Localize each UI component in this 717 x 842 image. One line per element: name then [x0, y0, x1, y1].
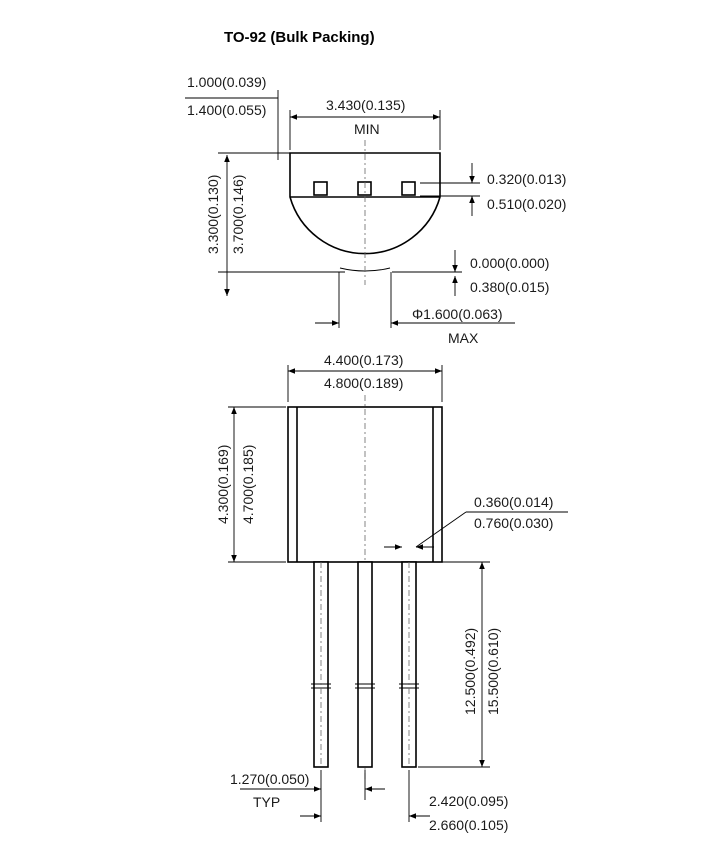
body-height-min-label: 4.300(0.169)	[215, 445, 231, 524]
body-width-max-label: 4.800(0.189)	[324, 375, 403, 391]
bottom-offset-max-label: 0.380(0.015)	[470, 279, 549, 295]
front-view: 4.400(0.173) 4.800(0.189) 4.300(0.169) 4…	[215, 352, 568, 833]
lead-thickness-max-label: 0.510(0.020)	[487, 196, 566, 212]
span-min-label: 2.420(0.095)	[429, 793, 508, 809]
body-height-max-label: 4.700(0.185)	[240, 445, 256, 524]
pitch-note: TYP	[253, 794, 280, 810]
lead-length-max-label: 15.500(0.610)	[485, 628, 501, 715]
lead-width-min-label: 0.360(0.014)	[474, 494, 553, 510]
diameter-note: MAX	[448, 330, 479, 346]
drawing-title: TO-92 (Bulk Packing)	[224, 29, 375, 46]
lead-thickness-min-label: 0.320(0.013)	[487, 171, 566, 187]
top-view-body	[289, 152, 441, 255]
flat-width-note: MIN	[354, 121, 380, 137]
lead-width-max-label: 0.760(0.030)	[474, 515, 553, 531]
front-view-lead-2	[355, 561, 375, 768]
top-view-lead-2	[357, 181, 372, 196]
lead-offset-max-label: 1.400(0.055)	[187, 102, 266, 118]
top-view: 1.000(0.039) 1.400(0.055) 3.300(0.130) 3…	[185, 74, 566, 346]
diameter-label: Φ1.600(0.063)	[412, 306, 503, 322]
span-max-label: 2.660(0.105)	[429, 817, 508, 833]
top-view-lead-1	[313, 181, 328, 196]
lead-width-leader	[415, 511, 467, 548]
flat-width-label: 3.430(0.135)	[326, 97, 405, 113]
body-width-min-label: 4.400(0.173)	[324, 352, 403, 368]
top-view-lead-3	[401, 181, 416, 196]
lead-length-min-label: 12.500(0.492)	[462, 628, 478, 715]
pitch-label: 1.270(0.050)	[230, 771, 309, 787]
bottom-offset-min-label: 0.000(0.000)	[470, 255, 549, 271]
front-view-lead-3	[399, 561, 419, 768]
front-view-lead-1	[311, 561, 331, 768]
height-max-label: 3.700(0.146)	[230, 175, 246, 254]
height-min-label: 3.300(0.130)	[205, 175, 221, 254]
lead-offset-min-label: 1.000(0.039)	[187, 74, 266, 90]
